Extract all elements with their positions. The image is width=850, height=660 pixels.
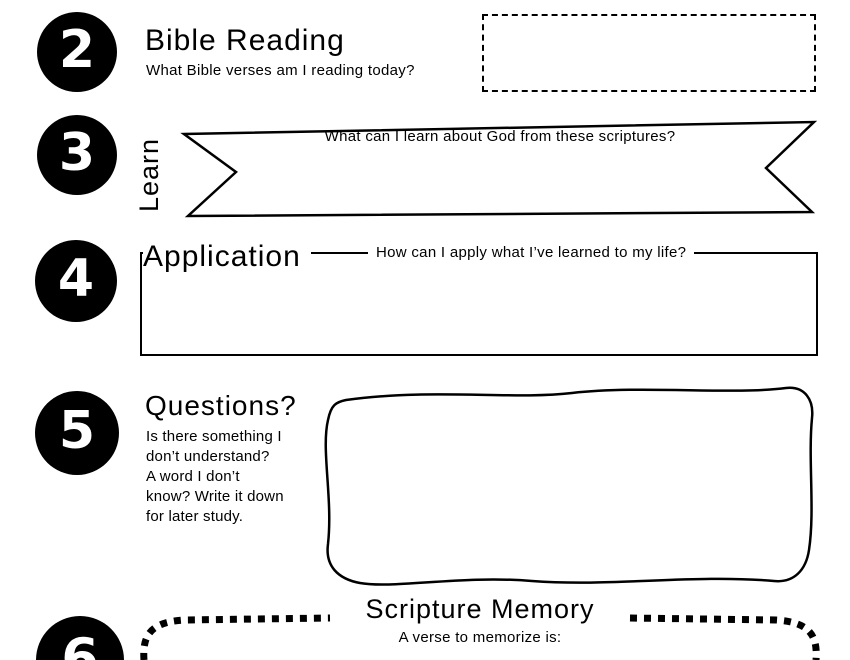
step-4-number: 4 <box>57 249 95 309</box>
step-3-badge: 3 <box>37 115 117 195</box>
application-question: How can I apply what I’ve learned to my … <box>368 244 695 261</box>
dotted-border-shape <box>140 614 820 660</box>
bible-reading-answer-box[interactable] <box>482 14 816 92</box>
questions-hint-line: know? Write it down <box>146 488 284 505</box>
wavy-box-shape <box>324 386 814 586</box>
wavy-box-outline <box>324 386 814 586</box>
questions-hint-line: don’t understand? <box>146 448 270 465</box>
step-3-number: 3 <box>58 123 96 183</box>
application-title: Application <box>143 240 311 274</box>
questions-hint-line: A word I don’t <box>146 468 240 485</box>
banner-ribbon-outline <box>180 120 818 218</box>
step-5-number: 5 <box>58 401 96 461</box>
questions-hint-line: for later study. <box>146 508 244 525</box>
dotted-border-right <box>629 614 820 660</box>
bible-reading-subtitle: What Bible verses am I reading today? <box>146 62 415 79</box>
learn-banner-box[interactable] <box>180 116 818 220</box>
questions-hint-line: Is there something I <box>146 428 282 445</box>
dotted-border-left <box>140 614 331 660</box>
step-4-badge: 4 <box>35 240 117 322</box>
banner-ribbon-shape <box>180 120 818 218</box>
learn-label: Learn <box>134 137 164 212</box>
bible-reading-title: Bible Reading <box>145 24 345 57</box>
step-5-badge: 5 <box>35 391 119 475</box>
application-answer-box[interactable] <box>140 252 818 356</box>
learn-question: What can I learn about God from these sc… <box>324 128 676 145</box>
step-2-number: 2 <box>58 20 96 80</box>
step-6-number: 6 <box>61 626 99 660</box>
questions-title: Questions? <box>145 390 297 421</box>
scripture-memory-dotted-border[interactable] <box>130 598 830 660</box>
questions-hint: Is there something I don’t understand? A… <box>146 427 284 527</box>
step-2-badge: 2 <box>37 12 117 92</box>
questions-answer-box[interactable] <box>312 378 820 594</box>
step-6-badge: 6 <box>36 616 124 660</box>
scripture-memory-title: Scripture Memory <box>365 594 595 624</box>
scripture-memory-subtitle: A verse to memorize is: <box>398 629 562 646</box>
